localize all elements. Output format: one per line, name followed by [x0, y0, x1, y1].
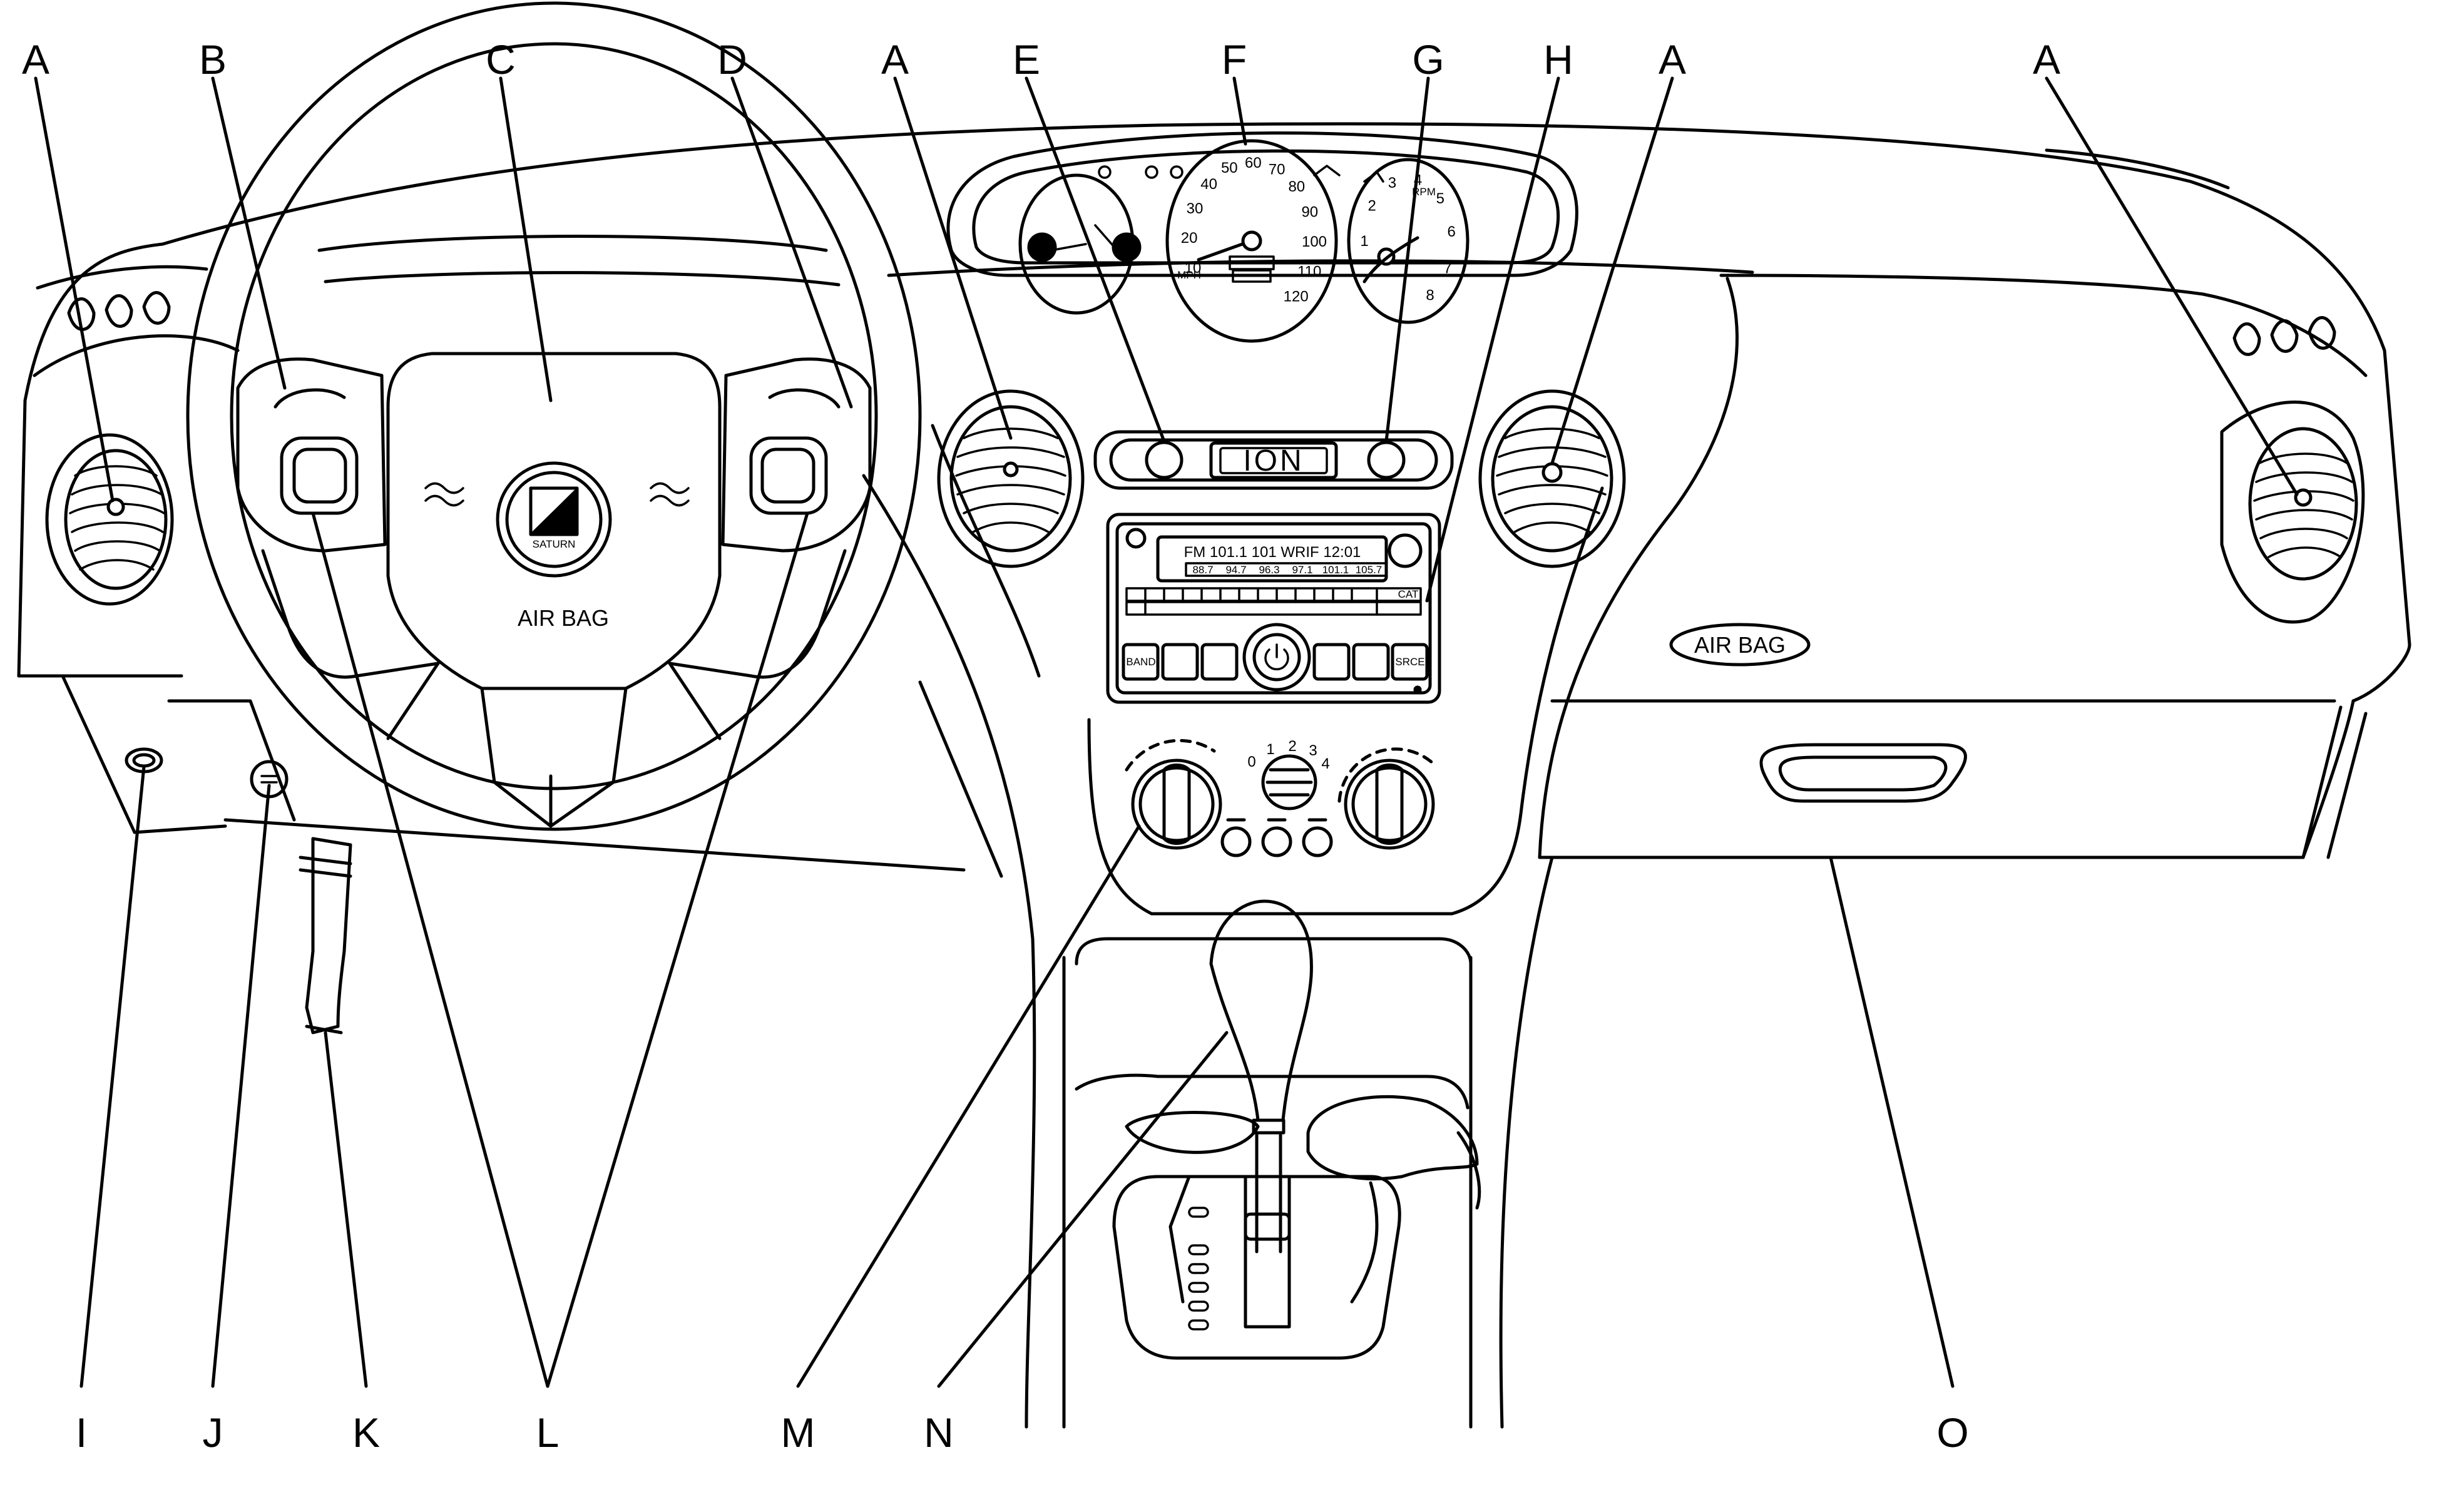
fan-speed-knob[interactable]	[1261, 754, 1317, 810]
speed-tick-label: 70	[1269, 161, 1286, 178]
rear-defrost-button[interactable]	[1302, 826, 1333, 857]
ac-button[interactable]	[1220, 826, 1252, 857]
speed-tick-label: 100	[1302, 233, 1327, 250]
parking-brake-lever[interactable]	[299, 837, 352, 1035]
wheel-logo-text: SATURN	[533, 538, 576, 550]
recirc-button[interactable]	[1261, 826, 1292, 857]
ion-hazard-panel	[1093, 430, 1454, 490]
rpm-tick-label: 3	[1388, 175, 1396, 192]
callout-d: D	[717, 36, 747, 83]
callouts-bottom: I J K L M N O	[76, 1409, 1969, 1456]
callout-e: E	[1013, 36, 1040, 83]
radio-volume-knob[interactable]	[1242, 623, 1311, 692]
callout-l: L	[536, 1409, 560, 1456]
callout-n: N	[924, 1409, 954, 1456]
callout-m: M	[781, 1409, 815, 1456]
fan-tick-3: 3	[1309, 742, 1317, 759]
speed-tick-label: 10	[1185, 260, 1202, 277]
radio-preset: 88.7	[1192, 564, 1213, 576]
rpm-unit: RPM	[1412, 186, 1436, 198]
speed-tick-label: 20	[1181, 230, 1198, 247]
rpm-tick-label: 5	[1436, 190, 1444, 207]
air-vent-center-left[interactable]	[937, 389, 1085, 568]
mode-knob[interactable]	[1344, 759, 1435, 850]
rpm-tick-label: 6	[1448, 223, 1456, 240]
speed-unit: MPH	[1177, 269, 1201, 281]
rpm-tick-label: 7	[1443, 260, 1451, 277]
speed-tick-label: 30	[1187, 200, 1204, 217]
radio-band-label: BAND	[1126, 656, 1155, 668]
air-vent-right-outer[interactable]	[2220, 316, 2365, 624]
callouts-top: A B C D A E F G H A A	[22, 36, 2060, 83]
callout-h: H	[1543, 36, 1573, 83]
callout-g: G	[1412, 36, 1444, 83]
rpm-tick-label: 8	[1426, 287, 1434, 304]
air-vent-left-outer[interactable]	[33, 291, 240, 606]
callout-k: K	[352, 1409, 380, 1456]
passenger-airbag-label: AIR BAG	[1694, 632, 1786, 658]
radio-unit	[1106, 513, 1441, 704]
climate-controls	[1125, 738, 1435, 857]
temperature-knob[interactable]	[1131, 759, 1222, 850]
speed-tick-label: 90	[1301, 204, 1318, 221]
rpm-tick-label: 4	[1414, 172, 1422, 189]
radio-preset: 105.7	[1356, 564, 1383, 576]
fan-tick-2: 2	[1288, 738, 1296, 755]
cruise-control-left-button[interactable]	[280, 436, 359, 515]
radio-seek-fwd-button[interactable]	[1200, 643, 1239, 681]
speed-tick-label: 40	[1200, 176, 1217, 193]
radio-display-text: FM 101.1 101 WRIF 12:01	[1184, 544, 1361, 561]
speed-tick-label: 50	[1221, 160, 1238, 176]
radio-eject-button[interactable]	[1388, 533, 1423, 568]
rpm-tick-label: 2	[1368, 198, 1376, 215]
callout-a-3: A	[1659, 36, 1686, 83]
radio-preset: 96.3	[1259, 564, 1279, 576]
radio-src-label: SRCE	[1395, 656, 1424, 668]
speed-tick-label: 110	[1297, 263, 1321, 280]
radio-preset: 97.1	[1292, 564, 1312, 576]
cruise-control-right-button[interactable]	[749, 436, 828, 515]
callout-o: O	[1936, 1409, 1968, 1456]
tachometer-ticks: 1 23 456 78	[1360, 172, 1456, 304]
fan-tick-0: 0	[1247, 754, 1255, 770]
hazard-button-right[interactable]	[1367, 441, 1406, 479]
radio-cat-label: CAT	[1398, 588, 1419, 600]
leader-lines	[34, 76, 2299, 1388]
passenger-airbag-badge	[1669, 623, 1811, 667]
dashboard-outline	[17, 122, 2411, 1429]
steering-wheel[interactable]	[186, 1, 922, 831]
speed-tick-label: 120	[1284, 288, 1309, 305]
radio-preset: 101.1	[1322, 564, 1349, 576]
hazard-button-left[interactable]	[1145, 441, 1183, 479]
instrument-cluster	[946, 131, 1578, 343]
radio-preset-row: 88.7 94.7 96.3 97.1 101.1 105.7	[1185, 562, 1388, 577]
ion-badge: ION	[1243, 444, 1304, 478]
air-vent-center-right[interactable]	[1478, 389, 1626, 568]
radio-power-knob-small[interactable]	[1125, 528, 1147, 549]
wheel-airbag-label: AIR BAG	[518, 605, 609, 631]
callout-f: F	[1222, 36, 1247, 83]
glovebox-handle[interactable]	[1759, 743, 1967, 803]
radio-forward-button[interactable]	[1352, 643, 1390, 681]
rpm-tick-label: 1	[1360, 233, 1368, 250]
callout-j: J	[203, 1409, 223, 1456]
radio-preset: 94.7	[1225, 564, 1246, 576]
fan-tick-1: 1	[1266, 741, 1274, 758]
callout-c: C	[486, 36, 516, 83]
callout-a-1: A	[22, 36, 49, 83]
callout-i: I	[76, 1409, 87, 1456]
speed-tick-label: 60	[1245, 155, 1262, 171]
fan-tick-4: 4	[1321, 755, 1329, 772]
radio-rewind-button[interactable]	[1312, 643, 1351, 681]
speed-tick-label: 80	[1288, 178, 1305, 195]
shift-lever[interactable]	[1209, 899, 1313, 1254]
radio-band-button[interactable]	[1122, 643, 1160, 681]
callout-a-2: A	[881, 36, 909, 83]
callout-b: B	[199, 36, 227, 83]
radio-source-button[interactable]	[1391, 643, 1429, 681]
callout-a-4: A	[2033, 36, 2060, 83]
radio-seek-back-button[interactable]	[1161, 643, 1199, 681]
